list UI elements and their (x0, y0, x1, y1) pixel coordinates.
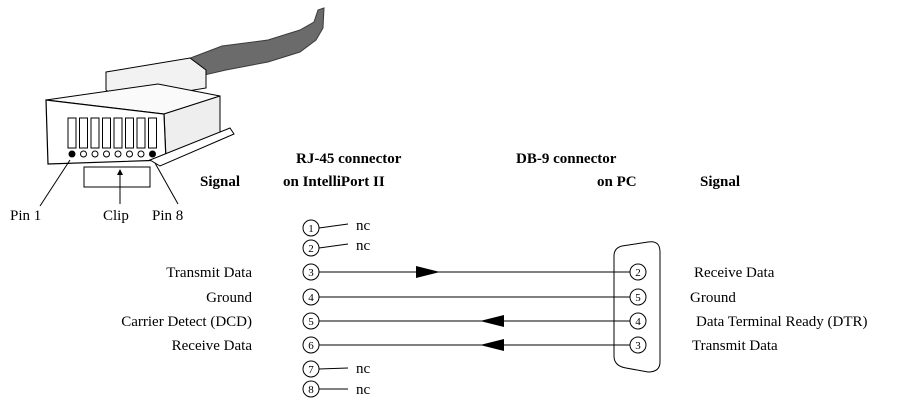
cable (178, 7, 325, 77)
rj45-pin: 7 (302, 360, 320, 378)
right-signal-header: Signal (700, 174, 740, 190)
db9-pin (629, 263, 647, 281)
contact-slot (102, 117, 111, 149)
db9-pin-number: 5 (635, 292, 641, 304)
contact-dot (91, 150, 99, 158)
pin8-pointer (154, 162, 179, 205)
rj45-pin: 1 (302, 219, 320, 237)
nc-stub: nc (318, 218, 371, 234)
db9-pin-number: 3 (635, 340, 641, 352)
contact-dot (68, 150, 76, 158)
contact-slot (79, 117, 88, 149)
rj45-pin: 4 (302, 288, 320, 306)
connection-row: Ground 5 Ground (206, 288, 736, 306)
nc-stubs: nc nc nc nc (318, 218, 371, 398)
left-signal-label: Transmit Data (166, 265, 252, 281)
connection-row: Carrier Detect (DCD) 4 Data Terminal Rea… (121, 312, 868, 330)
left-signal-label: Carrier Detect (DCD) (121, 314, 252, 330)
db9-pin (629, 336, 647, 354)
nc-stub: nc (318, 238, 371, 254)
connection-row: Transmit Data 2 Receive Data (166, 263, 775, 281)
contact-slots (67, 117, 157, 149)
rj45-pin-number: 3 (308, 267, 314, 279)
db9-pin-number: 4 (635, 316, 641, 328)
contact-slot (90, 117, 100, 149)
db9-header-line2: on PC (597, 174, 637, 190)
db9-shell (613, 241, 661, 373)
rj45-pin: 2 (302, 239, 320, 257)
pin1-pointer (39, 159, 71, 207)
nc-label: nc (356, 361, 371, 377)
db9-pin (629, 312, 647, 330)
nc-label: nc (356, 218, 371, 234)
contact-slot (125, 117, 134, 149)
nc-label: nc (356, 238, 371, 254)
clip-pointer-arrowhead (117, 169, 123, 175)
rj45-pin: 6 (302, 336, 320, 354)
left-signal-label: Receive Data (172, 338, 253, 354)
left-signal-header: Signal (200, 174, 240, 190)
contact-dots (68, 150, 156, 158)
pin1-label: Pin 1 (10, 208, 41, 224)
contact-dot (103, 150, 110, 158)
rj45-pin-number: 8 (308, 384, 314, 396)
left-signal-label: Ground (206, 290, 252, 306)
contact-dot (149, 150, 156, 158)
rj45-pin: 5 (302, 312, 320, 330)
nc-stub: nc (318, 361, 371, 377)
right-signal-label: Transmit Data (692, 338, 778, 354)
arrow-to-rj45 (480, 315, 504, 327)
contact-slot (113, 117, 123, 149)
connection-row: Receive Data 3 Transmit Data (172, 336, 778, 354)
contact-slot (136, 117, 146, 149)
right-signal-label: Ground (690, 290, 736, 306)
rj45-pin: 3 (302, 263, 320, 281)
rj45-pin-number: 7 (308, 364, 314, 376)
rj45-pin: 8 (302, 380, 320, 398)
contact-slot (148, 117, 157, 149)
pin8-label: Pin 8 (152, 208, 183, 224)
right-signal-label: Receive Data (694, 265, 775, 281)
db9-header-line1: DB-9 connector (516, 151, 617, 167)
rj45-pin-number: 6 (308, 340, 314, 352)
contact-slot (67, 117, 77, 149)
rj45-pin-number: 4 (308, 292, 314, 304)
rj45-pin-column: 1 2 3 4 5 6 7 8 (302, 219, 320, 398)
right-signal-label: Data Terminal Ready (DTR) (696, 314, 868, 330)
rj45-header-line1: RJ-45 connector (296, 151, 402, 167)
plug-latch (148, 127, 235, 167)
clip-label: Clip (103, 208, 129, 224)
rj45-pin-number: 1 (308, 223, 314, 235)
rj45-header-line2: on IntelliPort II (283, 174, 385, 190)
arrow-to-pc (416, 266, 440, 278)
plug-clip (83, 166, 151, 188)
contact-dot (114, 150, 122, 158)
db9-pin (629, 288, 647, 306)
db9-pin-number: 2 (635, 267, 641, 279)
arrow-to-rj45 (480, 339, 504, 351)
rj45-pin-number: 5 (308, 316, 314, 328)
contact-dot (137, 150, 145, 158)
nc-label: nc (356, 382, 371, 398)
contact-dot (126, 150, 133, 158)
rj45-pin-number: 2 (308, 243, 314, 255)
nc-stub: nc (319, 382, 371, 398)
rj45-plug-illustration: Pin 1 Clip Pin 8 (10, 7, 325, 224)
contact-dot (80, 150, 87, 158)
